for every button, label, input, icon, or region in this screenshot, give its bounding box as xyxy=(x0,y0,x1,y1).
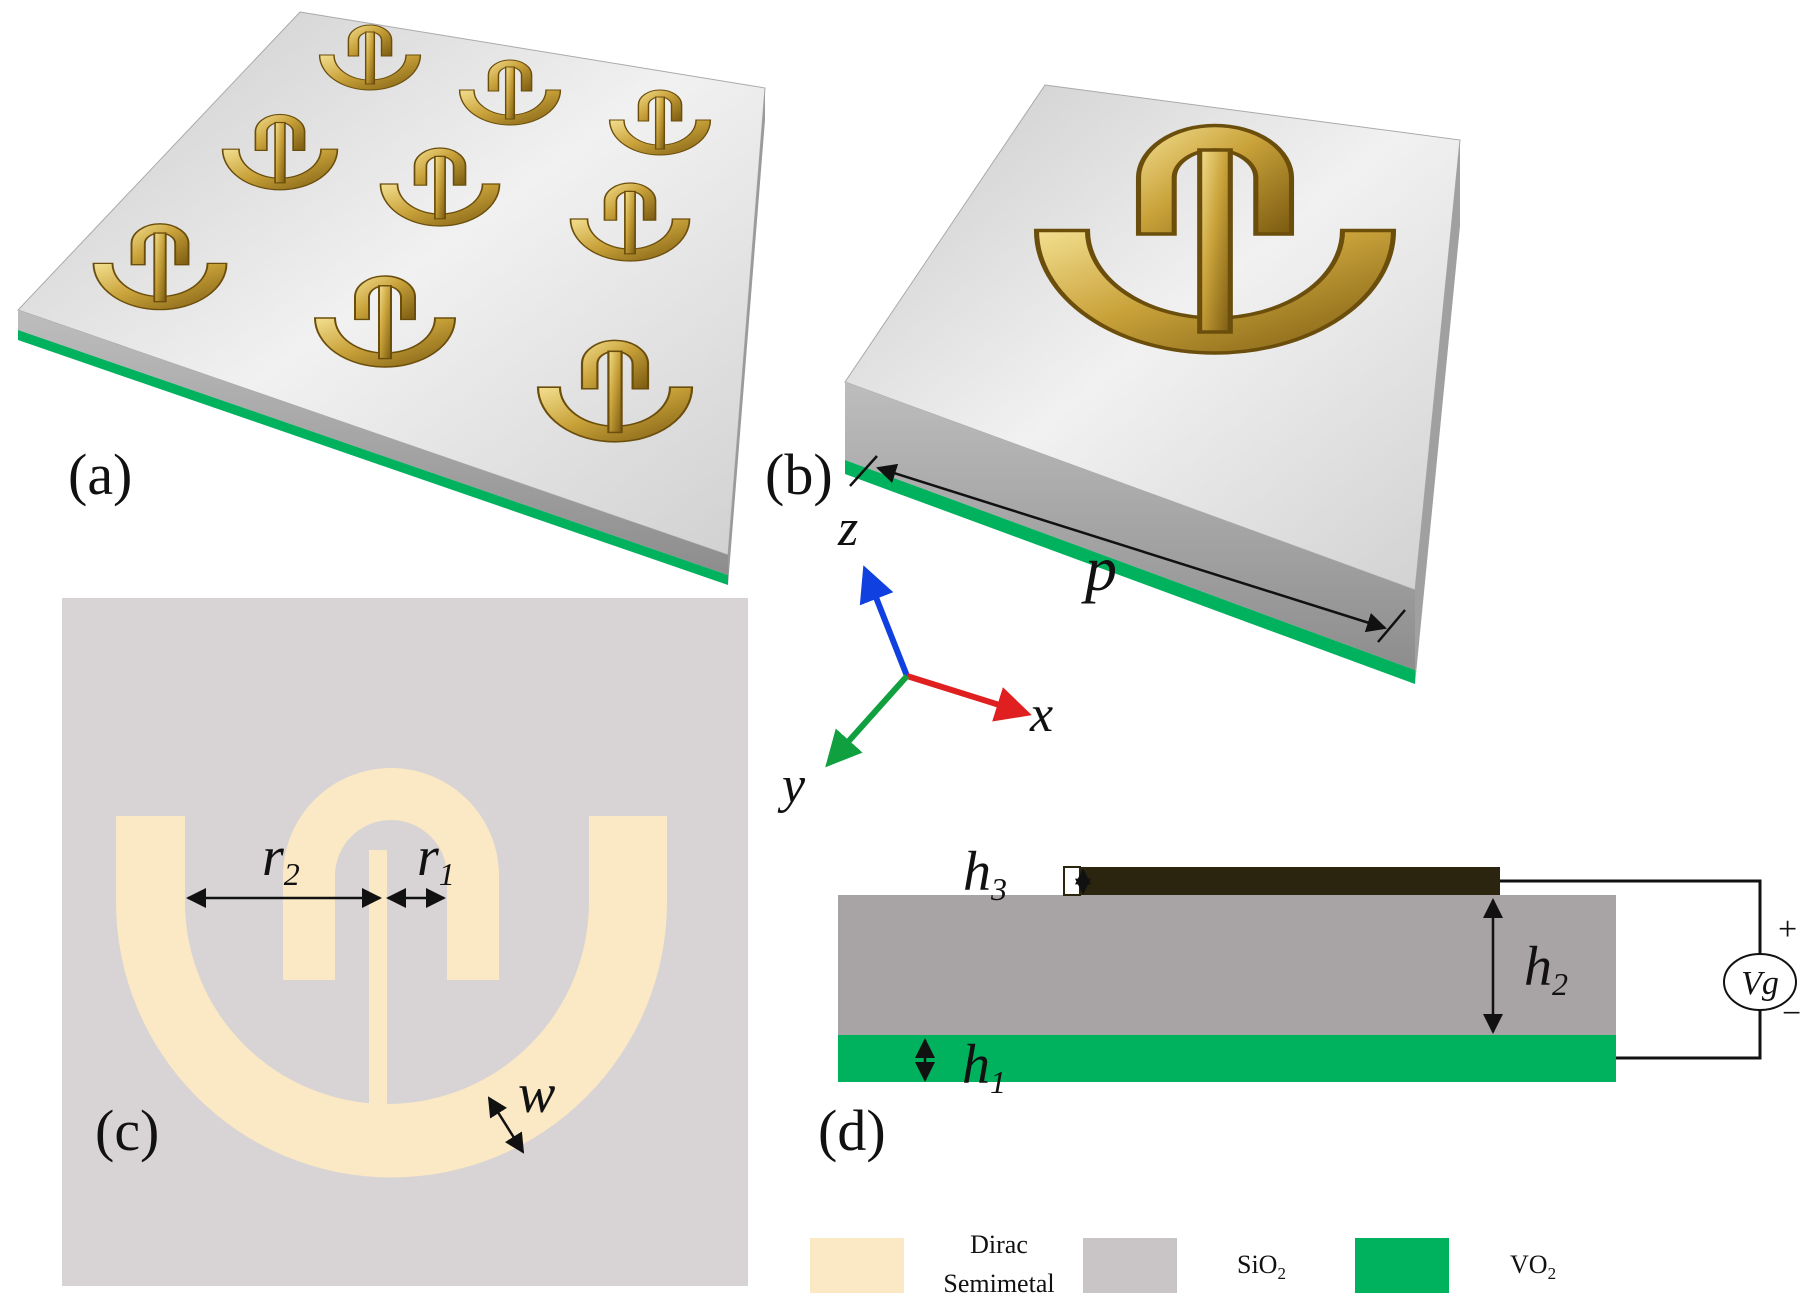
panel-c-top-view: r2 r1 w (c) xyxy=(62,598,748,1286)
cross-section-vo2 xyxy=(838,1035,1616,1082)
r2-symbol: r xyxy=(262,826,284,888)
voltage-source xyxy=(1723,953,1797,1011)
axis-y-label: y xyxy=(777,757,806,814)
panel-label-b: (b) xyxy=(765,442,833,507)
dimension-h1-label: h1 xyxy=(962,1034,1006,1100)
period-tick-left xyxy=(849,455,878,487)
legend-vo2-main: VO xyxy=(1510,1250,1548,1279)
r1-subscript: 1 xyxy=(439,856,455,892)
panel-label-d: (d) xyxy=(818,1098,886,1163)
dimension-h3-label: h3 xyxy=(963,841,1007,907)
material-legend: Dirac Semimetal SiO2 VO2 xyxy=(810,1230,1556,1298)
h3-subscript: 3 xyxy=(990,871,1007,907)
legend-label-dirac-line2: Semimetal xyxy=(943,1269,1054,1298)
array-right-edge xyxy=(728,88,765,585)
legend-label-sio2: SiO2 xyxy=(1237,1250,1286,1283)
legend-swatch-vo2 xyxy=(1355,1238,1449,1293)
unit-right-edge xyxy=(1415,140,1460,684)
axis-y-arrow xyxy=(825,673,910,768)
r1-symbol: r xyxy=(417,826,439,888)
array-slab-side xyxy=(18,310,728,575)
inner-arch xyxy=(283,768,499,980)
h1-symbol: h xyxy=(962,1034,990,1096)
panel-label-c: (c) xyxy=(95,1098,159,1163)
legend-label-vo2: VO2 xyxy=(1510,1250,1556,1283)
cross-section-sio2 xyxy=(838,895,1616,1035)
axis-x-arrow xyxy=(906,673,1032,722)
axis-z-arrow xyxy=(859,565,910,678)
period-dimension-arrow xyxy=(876,463,1387,633)
legend-swatch-dirac-semimetal xyxy=(810,1238,904,1293)
dimension-h2-label: h2 xyxy=(1524,936,1568,1002)
legend-label-dirac-line1: Dirac xyxy=(970,1230,1028,1259)
voltage-source-label: Vg xyxy=(1741,965,1779,1002)
period-tick-right xyxy=(1377,609,1406,643)
gate-wire-bottom xyxy=(1616,1008,1762,1060)
panel-label-a: (a) xyxy=(68,442,132,507)
panel-d-cross-section: h3 h2 h1 Vg + − (d) xyxy=(818,841,1801,1163)
h1-subscript: 1 xyxy=(990,1064,1006,1100)
legend-swatch-sio2 xyxy=(1083,1238,1177,1293)
gate-wire-top xyxy=(1500,879,1762,955)
cross-section-top-electrode xyxy=(1064,867,1500,895)
dimension-p-label: p xyxy=(1081,533,1117,604)
circuit-plus-sign: + xyxy=(1778,911,1797,948)
coordinate-axes: z x y xyxy=(777,500,1053,814)
w-dimension-arrow xyxy=(487,1096,525,1154)
axis-x-label: x xyxy=(1029,686,1053,743)
legend-sio2-main: SiO xyxy=(1237,1250,1277,1279)
h2-symbol: h xyxy=(1524,936,1552,998)
legend-sio2-sub: 2 xyxy=(1277,1264,1286,1283)
array-vo2-layer xyxy=(18,330,728,585)
dimension-r1-label: r1 xyxy=(417,826,455,892)
h2-subscript: 2 xyxy=(1552,966,1568,1002)
r2-subscript: 2 xyxy=(284,856,300,892)
circuit-minus-sign: − xyxy=(1782,995,1801,1032)
legend-vo2-sub: 2 xyxy=(1548,1264,1557,1283)
panel-b-unit-cell: p (b) xyxy=(765,84,1461,684)
outer-ring xyxy=(116,816,667,1178)
dimension-r2-label: r2 xyxy=(262,826,300,892)
panel-a-array: (a) xyxy=(17,11,766,585)
dimension-w-label: w xyxy=(518,1063,555,1125)
h3-symbol: h xyxy=(963,841,991,903)
center-stem xyxy=(369,850,387,1108)
cross-section-electrode-left-cap xyxy=(1063,866,1081,896)
axis-z-label: z xyxy=(837,500,858,557)
